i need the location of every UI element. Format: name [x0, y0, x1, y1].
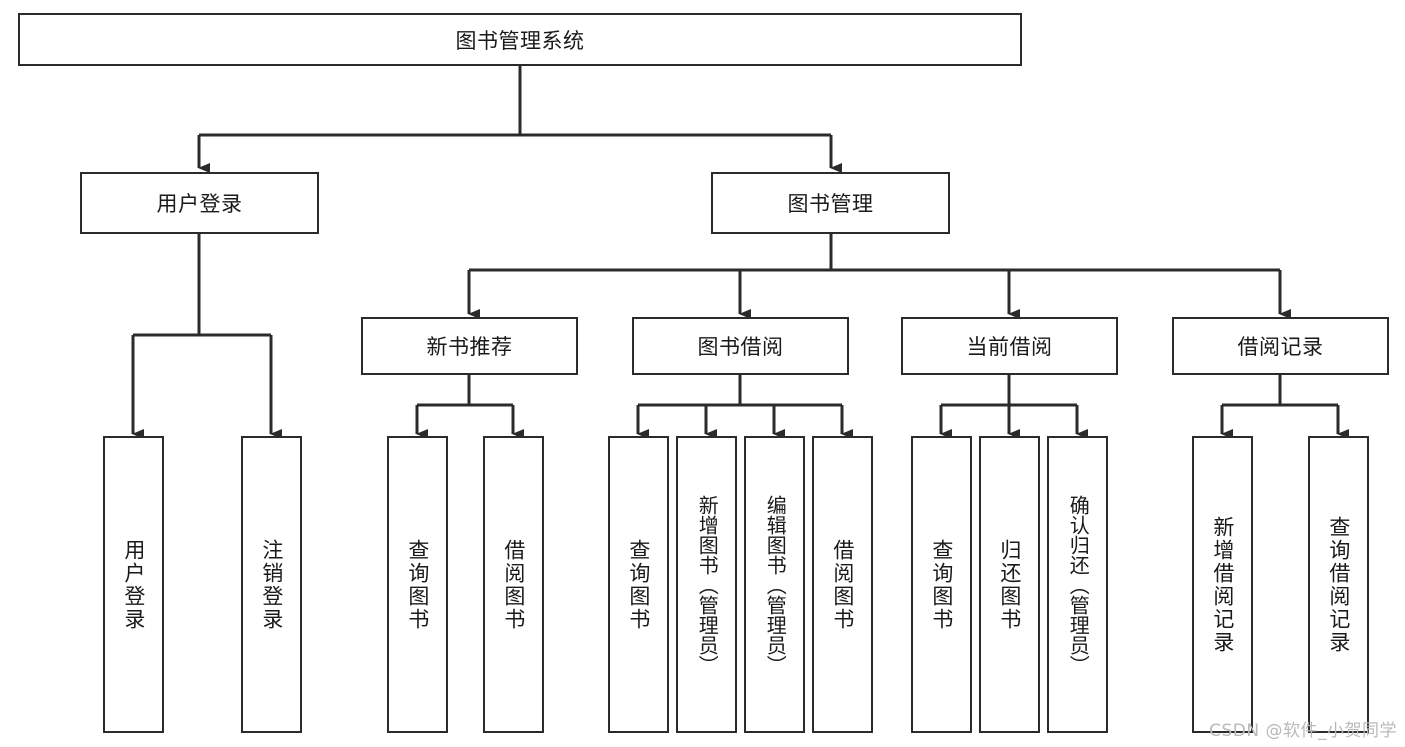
- leaf-borrow-edit-book-admin[interactable]: 编辑图书（管理员）: [744, 436, 805, 733]
- node-book-borrow[interactable]: 图书借阅: [632, 317, 849, 375]
- leaf-recommend-borrow-book[interactable]: 借阅图书: [483, 436, 544, 733]
- node-label: 借阅记录: [1237, 335, 1324, 359]
- node-user-login[interactable]: 用户登录: [80, 172, 319, 234]
- node-label: 用户登录: [121, 538, 146, 631]
- leaf-user-login-logout[interactable]: 注销登录: [241, 436, 302, 733]
- leaf-current-query-book[interactable]: 查询图书: [911, 436, 972, 733]
- node-label: 确认归还（管理员）: [1066, 494, 1091, 675]
- node-label: 当前借阅: [966, 335, 1053, 359]
- node-label: 图书借阅: [697, 335, 784, 359]
- node-label: 图书管理系统: [455, 28, 585, 53]
- leaf-borrow-add-book-admin[interactable]: 新增图书（管理员）: [676, 436, 737, 733]
- leaf-borrow-query-book[interactable]: 查询图书: [608, 436, 669, 733]
- node-label: 归还图书: [997, 538, 1022, 631]
- node-new-book-recommend[interactable]: 新书推荐: [361, 317, 578, 375]
- leaf-record-query-record[interactable]: 查询借阅记录: [1308, 436, 1369, 733]
- node-label: 图书管理: [787, 192, 874, 216]
- leaf-user-login-login[interactable]: 用户登录: [103, 436, 164, 733]
- leaf-recommend-query-book[interactable]: 查询图书: [387, 436, 448, 733]
- csdn-watermark: CSDN @软件_小贺同学: [1209, 721, 1397, 741]
- leaf-borrow-borrow-book[interactable]: 借阅图书: [812, 436, 873, 733]
- node-label: 编辑图书（管理员）: [763, 494, 788, 675]
- node-label: 用户登录: [156, 192, 243, 216]
- node-book-management[interactable]: 图书管理: [711, 172, 950, 234]
- node-label: 查询借阅记录: [1326, 515, 1351, 654]
- node-label: 借阅图书: [501, 538, 526, 631]
- node-label: 查询图书: [929, 538, 954, 631]
- node-borrow-record[interactable]: 借阅记录: [1172, 317, 1389, 375]
- node-root-system[interactable]: 图书管理系统: [18, 13, 1022, 66]
- node-label: 新书推荐: [426, 335, 513, 359]
- node-label: 注销登录: [259, 538, 284, 631]
- node-label: 借阅图书: [830, 538, 855, 631]
- node-current-borrow[interactable]: 当前借阅: [901, 317, 1118, 375]
- leaf-record-add-record[interactable]: 新增借阅记录: [1192, 436, 1253, 733]
- leaf-current-confirm-return-admin[interactable]: 确认归还（管理员）: [1047, 436, 1108, 733]
- node-label: 查询图书: [626, 538, 651, 631]
- node-label: 新增图书（管理员）: [695, 494, 720, 675]
- leaf-current-return-book[interactable]: 归还图书: [979, 436, 1040, 733]
- node-label: 新增借阅记录: [1210, 515, 1235, 654]
- node-label: 查询图书: [405, 538, 430, 631]
